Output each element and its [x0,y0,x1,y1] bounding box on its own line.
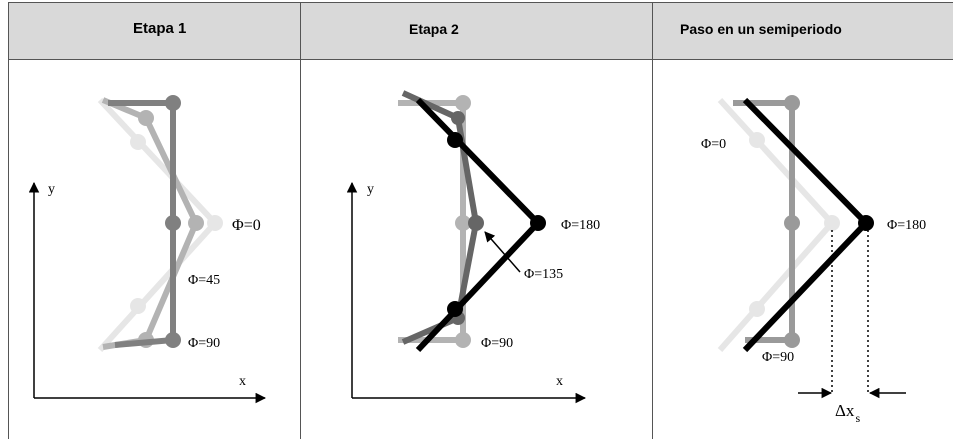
joint-node [130,134,146,150]
label-phi-90: Φ=90 [762,350,794,365]
table-divider-1 [300,2,301,439]
joint-node [165,332,181,348]
phase-90-config [108,95,181,348]
joint-node [824,215,840,231]
label-phi-0: Φ=0 [701,137,726,152]
joint-node [130,298,146,314]
joint-node [784,95,800,111]
phase-0-config [97,97,223,353]
phase-90-config [733,95,800,348]
joint-node [784,332,800,348]
phase-180-config [415,97,546,353]
joint-node [188,215,204,231]
phase-0-config [717,97,840,352]
x-axis-label: x [556,374,563,389]
joint-node [784,215,800,231]
header-etapa-2: Etapa 2 [409,21,459,37]
joint-node [858,215,874,231]
header-row [8,2,953,60]
label-delta-x: Δxs [835,401,860,425]
label-phi-90: Φ=90 [481,336,513,351]
label-phi-90: Φ=90 [188,336,220,351]
joint-node [455,215,471,231]
joint-node [530,215,546,231]
label-phi-180: Φ=180 [887,218,926,233]
table-divider-2 [652,2,653,439]
joint-node [447,132,463,148]
table-border-left [8,2,9,439]
pointer-arrow-phi-135 [484,231,521,273]
label-phi-45: Φ=45 [188,273,220,288]
header-paso-semiperiodo: Paso en un semiperiodo [680,21,842,37]
joint-node [455,332,471,348]
joint-node [165,215,181,231]
y-axis-label: y [367,182,374,197]
label-phi-0: Φ=0 [232,217,261,234]
panel-etapa-1: y x Φ=0 Φ [28,95,267,404]
header-etapa-1: Etapa 1 [133,20,187,37]
label-phi-135: Φ=135 [524,267,563,282]
joint-node [455,95,471,111]
joint-node [749,301,765,317]
joint-node [138,110,154,126]
y-axis-label: y [48,182,55,197]
x-axis-label: x [239,374,246,389]
joint-node [451,111,465,125]
joint-node [165,95,181,111]
panel-paso-semiperiodo: Φ=0 Φ=180 Φ=90 Δxs [701,95,926,425]
phase-45-config [101,97,204,350]
joint-node [207,215,223,231]
panel-etapa-2: y x [346,90,600,404]
phase-180-config [742,97,874,353]
joint-node [447,301,463,317]
joint-node [468,215,484,231]
joint-node [749,132,765,148]
label-phi-180: Φ=180 [561,218,600,233]
